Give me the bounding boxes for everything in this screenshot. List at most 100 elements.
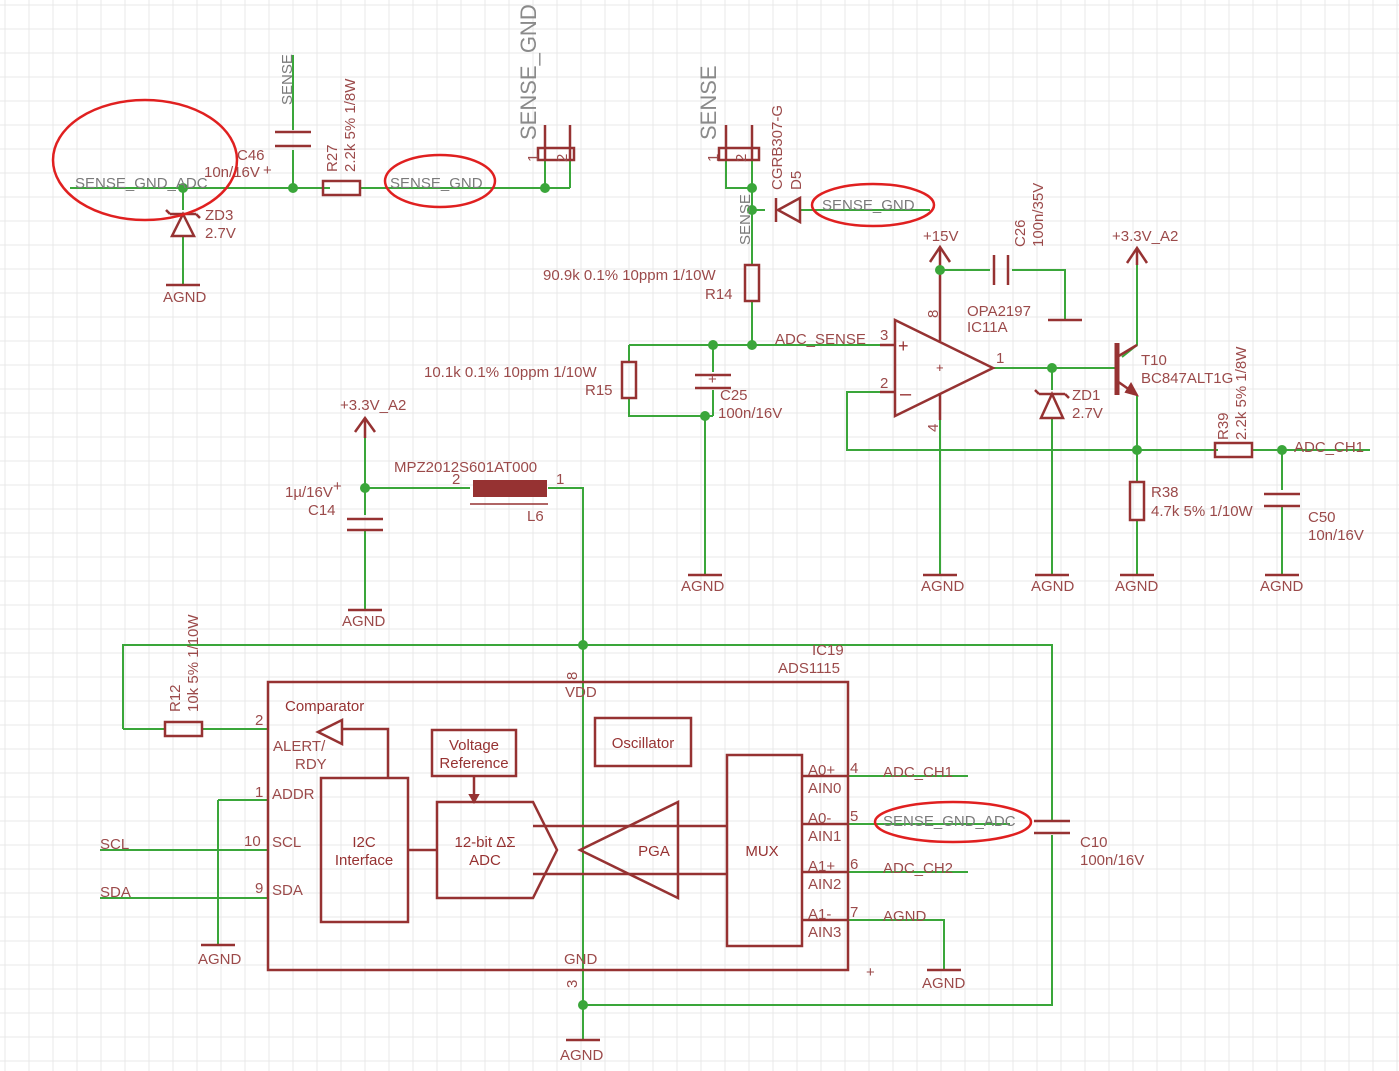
polarity-mark: +	[866, 964, 875, 981]
pin-number: 9	[255, 880, 263, 897]
net-label-sense-gnd: SENSE_GND	[822, 197, 915, 214]
capacitor-c14[interactable]	[347, 517, 383, 532]
pin-number: 2	[554, 154, 571, 162]
pin-label-ain0: AIN0	[808, 780, 841, 797]
resistor-r39[interactable]	[1213, 441, 1254, 459]
agnd-label: AGND	[560, 1047, 604, 1064]
t10-value: BC847ALT1G	[1141, 370, 1233, 387]
r27-value: 2.2k 5% 1/8W	[342, 78, 359, 172]
agnd-label: AGND	[921, 578, 965, 595]
highlight-sense-gnd-right	[810, 182, 936, 228]
agnd-label: AGND	[922, 975, 966, 992]
pin-number: 6	[850, 856, 858, 873]
oscillator-label: Oscillator	[612, 735, 675, 752]
zd3-name: ZD3	[205, 207, 233, 224]
opamp-ic11a[interactable]	[880, 265, 996, 420]
net-label-sense-gnd: SENSE_GND	[390, 175, 483, 192]
ic11a-value: OPA2197	[967, 303, 1031, 320]
polarity-mark: +	[708, 371, 717, 388]
junction	[747, 183, 757, 193]
transistor-t10[interactable]	[1114, 343, 1140, 397]
junction	[1047, 363, 1057, 373]
pin-number: 3	[880, 327, 888, 344]
net-label-scl: SCL	[100, 836, 129, 853]
d5-value: CGRB307-G	[769, 105, 786, 190]
pin-number: 5	[850, 808, 858, 825]
zener-zd1[interactable]	[1034, 389, 1070, 420]
resistor-r15[interactable]	[620, 360, 638, 400]
i2c-label-2: Interface	[335, 852, 393, 869]
pin-number: 2	[255, 712, 263, 729]
pin-label-alert: ALERT/	[273, 738, 326, 755]
pin-label-rdy: RDY	[295, 756, 327, 773]
oscillator-block	[593, 716, 693, 768]
opamp-minus-input: –	[900, 383, 912, 405]
pin-label-a0p: A0+	[808, 762, 835, 779]
power-15v-symbol	[928, 244, 952, 265]
sense-gnd-adc-section: SENSE_GND_ADC SENSE_GND SENSE SENSE_GND …	[70, 4, 576, 306]
pin-label-a1p: A1+	[808, 858, 835, 875]
capacitor-c10[interactable]	[1034, 819, 1070, 835]
agnd-label: AGND	[1115, 578, 1159, 595]
capacitor-c25[interactable]	[695, 373, 731, 390]
net-label-sda: SDA	[100, 884, 131, 901]
net-label-sense: SENSE	[279, 54, 296, 105]
capacitor-c26[interactable]	[992, 255, 1010, 285]
pin-number: 3	[564, 980, 581, 988]
agnd-label: AGND	[1260, 578, 1304, 595]
pin-number: 8	[564, 672, 581, 680]
pin-label-ain1: AIN1	[808, 828, 841, 845]
pin-number: 2	[452, 471, 460, 488]
opamp-output-mark: +	[936, 360, 944, 375]
junction	[1132, 445, 1142, 455]
polarity-mark: +	[263, 162, 272, 179]
agnd-label: AGND	[681, 578, 725, 595]
ads1115-section: Comparator Voltage Reference Oscillator …	[100, 614, 1144, 1064]
resistor-r12[interactable]	[163, 720, 204, 738]
opamp-section: + – +	[846, 183, 1370, 595]
c10-name: C10	[1080, 834, 1108, 851]
pin-label-addr: ADDR	[272, 786, 315, 803]
pin-number: 8	[925, 310, 942, 318]
pin-label-ain2: AIN2	[808, 876, 841, 893]
r15-name: R15	[585, 382, 613, 399]
vref-arrow	[468, 794, 480, 805]
resistor-r14[interactable]	[743, 263, 761, 303]
junction	[578, 1000, 588, 1010]
agnd-label: AGND	[342, 613, 386, 630]
pin-number: 4	[850, 760, 858, 777]
ic19-body[interactable]	[266, 680, 850, 972]
c14-name: C14	[308, 502, 336, 519]
l6-name: L6	[527, 508, 544, 525]
resistor-r27[interactable]	[321, 179, 362, 197]
comparator-label: Comparator	[285, 698, 364, 715]
net-label-sense-gnd-large: SENSE_GND	[516, 4, 541, 140]
pin-number: 1	[996, 350, 1004, 367]
opamp-plus-input: +	[898, 336, 909, 356]
r38-value: 4.7k 5% 1/10W	[1151, 503, 1254, 520]
r38-name: R38	[1151, 484, 1179, 501]
resistor-r38[interactable]	[1128, 480, 1146, 522]
vref-label-1: Voltage	[449, 737, 499, 754]
diode-d5[interactable]	[774, 195, 802, 225]
pin-label-gnd: GND	[564, 951, 598, 968]
sense-connector-1[interactable]	[536, 125, 576, 162]
pin-number: 7	[850, 904, 858, 921]
r12-value: 10k 5% 1/10W	[185, 614, 202, 712]
sense-connector-2[interactable]	[717, 125, 761, 162]
c14-value: 1µ/16V	[285, 484, 333, 501]
mux-label: MUX	[745, 843, 778, 860]
inductor-l6[interactable]	[470, 480, 548, 505]
junction	[540, 183, 550, 193]
c26-value: 100n/35V	[1030, 183, 1047, 247]
capacitor-c46[interactable]	[275, 130, 311, 148]
net-label-adc-ch2: ADC_CH2	[883, 860, 953, 877]
r14-name: R14	[705, 286, 733, 303]
ic19-value: ADS1115	[778, 660, 840, 677]
ic19-name: IC19	[812, 642, 844, 659]
capacitor-c50[interactable]	[1264, 492, 1300, 508]
net-label-15v: +15V	[923, 228, 958, 245]
junction	[935, 265, 945, 275]
c25-value: 100n/16V	[718, 405, 782, 422]
